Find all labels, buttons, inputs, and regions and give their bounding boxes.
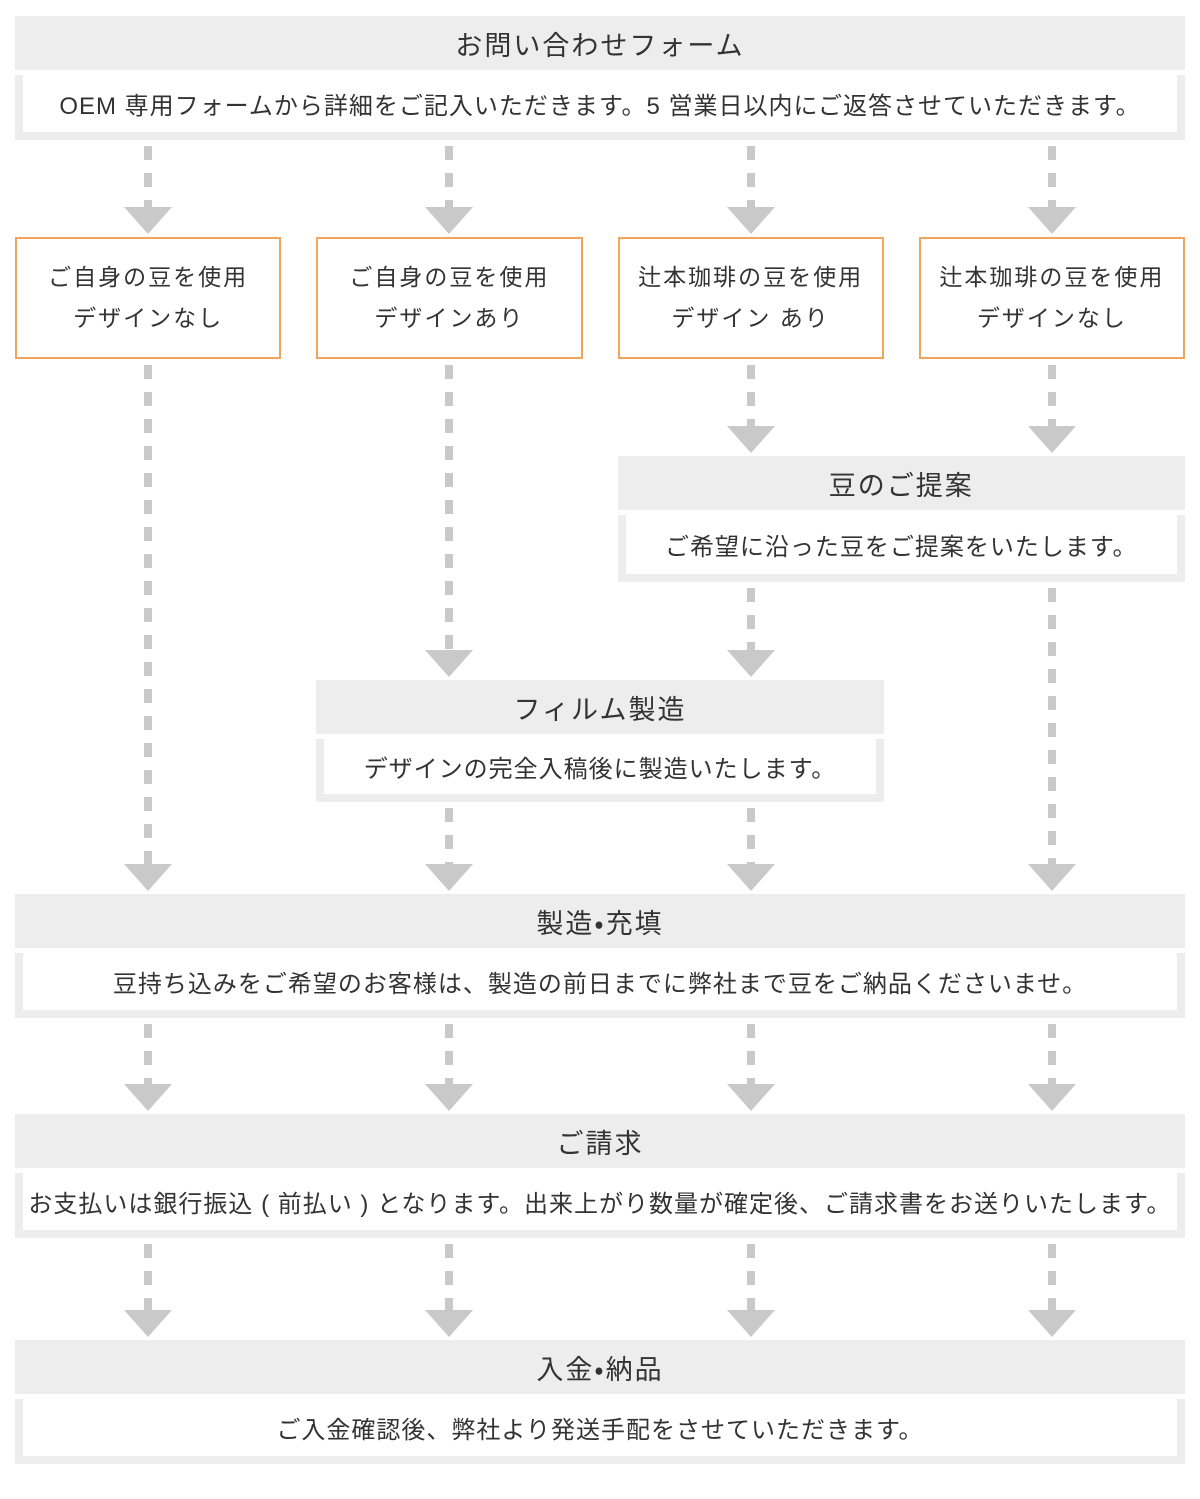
dashed-line [445,146,454,207]
option-line2: デザインあり [374,305,525,331]
arrow-down-icon [726,426,775,453]
dashed-line [1047,1024,1056,1084]
arrow-down-icon [1027,1310,1076,1337]
section-description: 豆持ち込みをご希望のお客様は、製造の前日までに弊社まで豆をご納品くださいませ。 [15,953,1185,1018]
dashed-line [144,1024,153,1084]
dashed-arrow-down [316,802,582,894]
option-box-own-beans-no-design: ご自身の豆を使用 デザインなし [15,237,282,359]
arrow-down-icon [124,207,173,234]
section-description: OEM 専用フォームから詳細をご記入いただきます。5 営業日以内にご返答させてい… [15,75,1185,140]
dashed-arrow-down [618,1238,884,1340]
dashed-line [1047,365,1056,426]
option-box-own-beans-with-design: ご自身の豆を使用 デザインあり [316,237,583,359]
dashed-line [445,1024,454,1084]
dashed-arrow-down [618,359,884,456]
dashed-line [445,365,454,650]
dashed-line [1047,1244,1056,1310]
dashed-line [144,146,153,207]
dashed-arrow-down [316,359,582,680]
arrow-down-icon [1027,207,1076,234]
dashed-line [445,808,454,864]
arrow-down-icon [425,650,474,677]
option-line2: デザインなし [73,305,224,331]
dashed-arrow-down [919,1238,1185,1340]
section-title: ご請求 [15,1114,1185,1168]
arrow-down-icon [726,864,775,891]
arrow-down-icon [425,1084,474,1111]
bean-proposal-section: 豆のご提案 ご希望に沿った豆をご提案をいたします。 [617,456,1185,582]
option-line2: デザイン あり [671,305,830,331]
option-line1: ご自身の豆を使用 [48,263,249,290]
section-description: お支払いは銀行振込 ( 前払い ) となります。出来上がり数量が確定後、ご請求書… [15,1173,1185,1238]
dashed-arrow-down [618,582,884,680]
arrow-down-icon [726,207,775,234]
option-line1: 辻本珈琲の豆を使用 [638,263,864,290]
dashed-line [1047,588,1056,864]
dashed-line [746,146,755,207]
arrow-down-icon [726,1084,775,1111]
dashed-line [746,365,755,426]
dashed-arrow-down [316,1018,582,1114]
dashed-line [144,1244,153,1310]
dashed-arrow-down [618,802,884,894]
billing-section: ご請求 お支払いは銀行振込 ( 前払い ) となります。出来上がり数量が確定後、… [15,1114,1185,1238]
dashed-line [746,1024,755,1084]
arrow-down-icon [1027,1084,1076,1111]
section-description: ご希望に沿った豆をご提案をいたします。 [617,515,1185,582]
dashed-line [746,1244,755,1310]
option-line2: デザインなし [976,305,1127,331]
section-title: フィルム製造 [316,680,884,734]
section-title: お問い合わせフォーム [15,16,1185,70]
dashed-arrow-down [919,140,1185,237]
dashed-arrow-down [15,140,281,237]
dashed-arrow-down [15,1238,281,1340]
oem-flow-diagram: お問い合わせフォーム OEM 専用フォームから詳細をご記入いただきます。5 営業… [15,16,1185,1464]
arrow-down-icon [124,1084,173,1111]
dashed-arrow-down [316,140,582,237]
section-title: 製造・充填 [15,894,1185,948]
section-title: 豆のご提案 [617,456,1185,510]
dashed-arrow-down [919,582,1185,894]
arrow-down-icon [425,1310,474,1337]
arrow-down-icon [425,864,474,891]
arrow-down-icon [124,864,173,891]
arrow-down-icon [1027,864,1076,891]
dashed-line [1047,146,1056,207]
dashed-line [144,365,153,864]
option-box-tsujimoto-beans-with-design: 辻本珈琲の豆を使用 デザイン あり [617,237,884,359]
section-description: ご入金確認後、弊社より発送手配をさせていただきます。 [15,1399,1185,1464]
section-description: デザインの完全入稿後に製造いたします。 [316,739,884,802]
arrow-down-icon [425,207,474,234]
dashed-line [445,1244,454,1310]
section-title: 入金・納品 [15,1340,1185,1394]
dashed-arrow-down [919,1018,1185,1114]
payment-delivery-section: 入金・納品 ご入金確認後、弊社より発送手配をさせていただきます。 [15,1340,1185,1464]
contact-section: お問い合わせフォーム OEM 専用フォームから詳細をご記入いただきます。5 営業… [15,16,1185,140]
arrow-down-icon [726,650,775,677]
dashed-arrow-down [618,1018,884,1114]
dashed-arrow-down [618,140,884,237]
dashed-arrow-down [316,1238,582,1340]
dashed-arrow-down [15,1018,281,1114]
dashed-line [746,808,755,864]
dashed-arrow-down [15,359,281,894]
arrow-down-icon [124,1310,173,1337]
dashed-arrow-down [919,359,1185,456]
arrow-down-icon [1027,426,1076,453]
option-line1: ご自身の豆を使用 [349,263,550,290]
dashed-line [746,588,755,650]
arrow-down-icon [726,1310,775,1337]
option-box-tsujimoto-beans-no-design: 辻本珈琲の豆を使用 デザインなし [918,237,1185,359]
film-production-section: フィルム製造 デザインの完全入稿後に製造いたします。 [316,680,884,802]
option-line1: 辻本珈琲の豆を使用 [939,263,1165,290]
manufacturing-filling-section: 製造・充填 豆持ち込みをご希望のお客様は、製造の前日までに弊社まで豆をご納品くだ… [15,894,1185,1018]
